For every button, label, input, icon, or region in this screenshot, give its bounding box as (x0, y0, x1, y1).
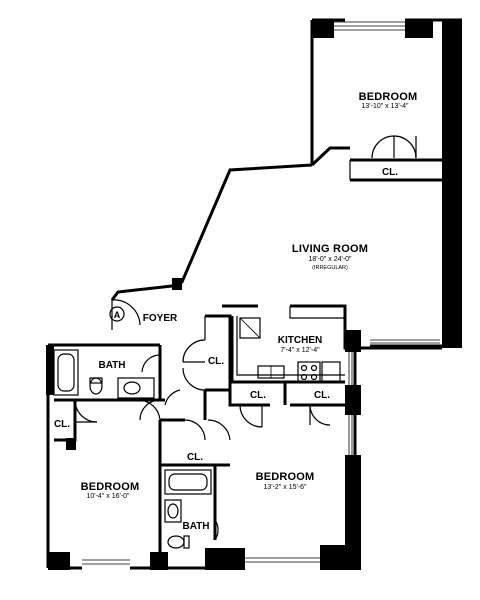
bedroom-south: CL. CL. BEDROOM 13'-2" x 15'-6" (207, 352, 353, 563)
east-wall (442, 20, 462, 348)
bath-west-name: BATH (98, 360, 125, 371)
closet-label: CL. (250, 390, 266, 401)
window-west (82, 559, 130, 565)
closet-label: CL. (382, 167, 398, 178)
entry-marker: A (114, 310, 121, 320)
kitchen: KITCHEN 7'-4" x 12'-4" (222, 304, 347, 384)
bath-south: BATH (164, 465, 219, 549)
bath-west: BATH (53, 345, 165, 402)
fridge (239, 317, 261, 339)
hall-doors (139, 389, 181, 421)
foyer: A FOYER CL. (109, 299, 232, 392)
living-room-note: (IRREGULAR) (312, 265, 348, 271)
bedroom-west-name: BEDROOM (81, 481, 140, 493)
hall-closet: CL. (160, 390, 230, 467)
bath-sink (117, 377, 155, 399)
bedroom-south-dims: 13'-2" x 15'-6" (263, 484, 307, 491)
closet-label: CL. (54, 419, 70, 430)
window-ne (334, 21, 405, 31)
living-room-name: LIVING ROOM (292, 243, 368, 255)
bedroom-ne: BEDROOM 13'-10" x 13'-4" CL. (310, 20, 442, 182)
closet-label: CL. (314, 390, 330, 401)
kitchen-sink (257, 365, 285, 379)
living-room: LIVING ROOM 18'-0" x 24'-0" (IRREGULAR) (292, 243, 440, 344)
living-room-dims: 18'-0" x 24'-0" (308, 256, 352, 263)
stove (297, 361, 321, 383)
bedroom-ne-dims: 13'-10" x 13'-4" (362, 103, 409, 110)
toilet (167, 535, 185, 549)
window-east (348, 352, 353, 455)
closet-label: CL. (187, 452, 203, 463)
bathtub (53, 349, 79, 396)
bathtub (164, 469, 212, 495)
toilet (89, 377, 103, 395)
kitchen-name: KITCHEN (278, 335, 322, 346)
foyer-name: FOYER (143, 313, 178, 324)
bedroom-west-dims: 10'-4" x 16'-0" (86, 493, 130, 500)
bedroom-ne-name: BEDROOM (359, 91, 418, 103)
outer-walls (46, 18, 462, 570)
window-south (245, 557, 320, 563)
entry-marker-icon (109, 306, 125, 322)
bath-sink (164, 499, 182, 523)
bedroom-south-name: BEDROOM (256, 471, 315, 483)
kitchen-dims: 7'-4" x 12'-4" (280, 347, 320, 354)
bedroom-west: CL. BEDROOM 10'-4" x 16'-0" (54, 399, 162, 568)
window-living (370, 339, 440, 344)
bath-south-name: BATH (182, 521, 209, 532)
closet-label: CL. (208, 356, 224, 367)
